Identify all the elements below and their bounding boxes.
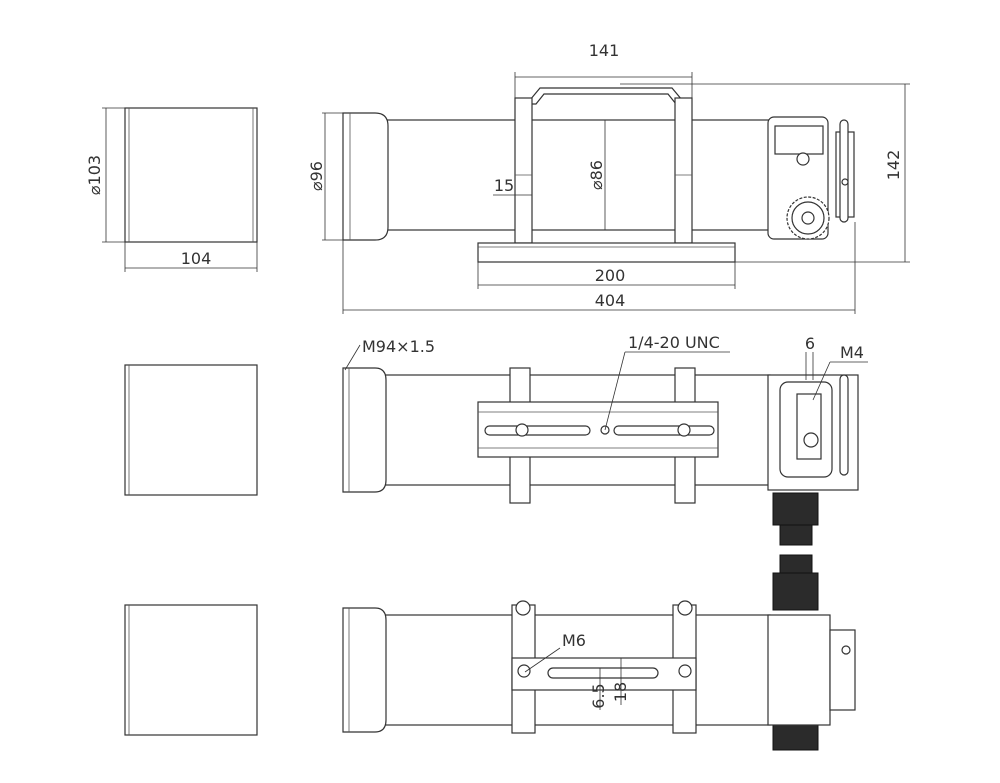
hood-length-dimension: 104 bbox=[124, 242, 258, 272]
lens-hood bbox=[124, 107, 258, 243]
focuser-thread-callout: M4 bbox=[812, 343, 868, 401]
thread-callout: M94×1.5 bbox=[344, 337, 435, 371]
focuser-gap-label: 6 bbox=[805, 334, 815, 353]
mount-thread-label: 1/4-20 UNC bbox=[628, 333, 720, 352]
handle-width-dimension: 141 bbox=[514, 41, 693, 98]
focus-knob-middle bbox=[772, 492, 819, 546]
front-diameter-dimension: ⌀96 bbox=[307, 112, 343, 241]
rail-length-dimension: 200 bbox=[477, 262, 736, 289]
height-dimension: 142 bbox=[620, 83, 910, 263]
total-length-dimension: 404 bbox=[342, 222, 856, 314]
handle-width-label: 141 bbox=[589, 41, 620, 60]
focuser-thread-label: M4 bbox=[840, 343, 864, 362]
bottom-view: M6 6.5 18 bbox=[124, 554, 856, 751]
lens-hood-bottom bbox=[124, 604, 258, 736]
slot-width-label: 6.5 bbox=[589, 683, 608, 708]
tube-diameter-dimension: ⌀86 bbox=[587, 120, 606, 230]
hood-diameter-dimension: ⌀103 bbox=[85, 107, 125, 243]
height-label: 142 bbox=[884, 150, 903, 181]
hood-length-label: 104 bbox=[181, 249, 212, 268]
focus-knob-bottom bbox=[772, 554, 819, 751]
front-diameter-label: ⌀96 bbox=[307, 161, 326, 191]
thread-label: M94×1.5 bbox=[362, 337, 435, 356]
ring-offset-dimension: 15 bbox=[493, 176, 532, 196]
slot-width-dimension: 6.5 bbox=[589, 668, 608, 710]
middle-view: M94×1.5 1/4-20 UNC 6 M4 bbox=[124, 333, 868, 546]
bar-width-dimension: 18 bbox=[611, 658, 630, 705]
total-length-label: 404 bbox=[595, 291, 626, 310]
top-view: ⌀103 104 14 bbox=[85, 41, 910, 314]
bar-width-label: 18 bbox=[611, 682, 630, 702]
rail-length-label: 200 bbox=[595, 266, 626, 285]
ring-thread-callout: M6 bbox=[524, 631, 586, 673]
tube-diameter-label: ⌀86 bbox=[587, 160, 606, 190]
focuser-gap-callout: 6 bbox=[805, 334, 815, 380]
telescope-tube-top bbox=[342, 87, 855, 263]
mount-thread-callout: 1/4-20 UNC bbox=[604, 333, 730, 431]
ring-offset-label: 15 bbox=[494, 176, 514, 195]
hood-diameter-label: ⌀103 bbox=[85, 155, 104, 195]
lens-hood-middle bbox=[124, 364, 258, 496]
ring-thread-label: M6 bbox=[562, 631, 586, 650]
